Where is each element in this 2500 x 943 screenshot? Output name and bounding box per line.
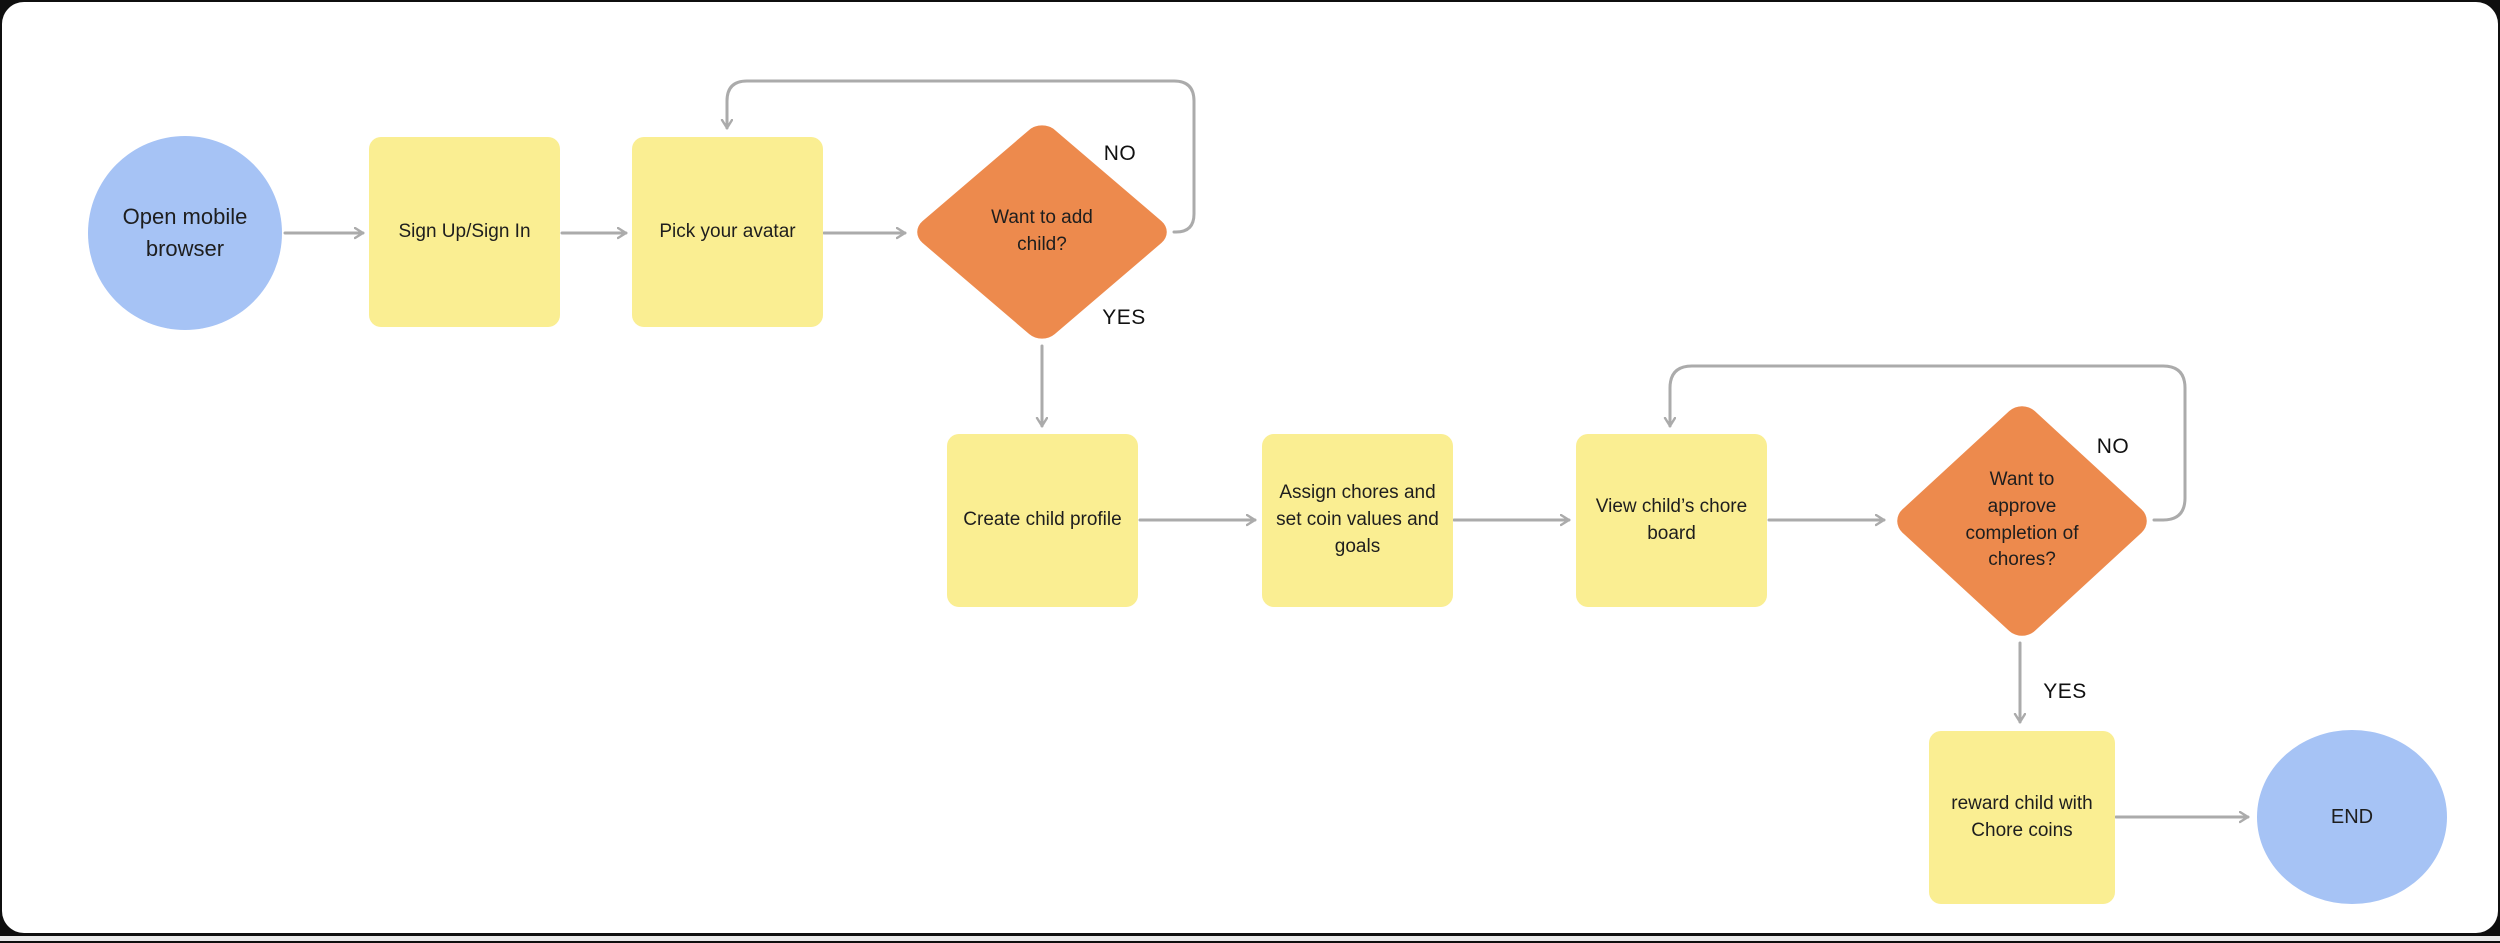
branch-label-yes[interactable]: YES (1102, 306, 1146, 329)
node-create-child-profile[interactable]: Create child profile (947, 434, 1138, 607)
branch-label-no[interactable]: NO (1103, 142, 1137, 165)
connector-add-child-no-loop[interactable] (727, 79, 1196, 234)
connector-approve-no-loop[interactable] (1670, 364, 2187, 522)
node-label: Pick your avatar (659, 220, 796, 242)
node-label: reward child with Chore coins (1951, 792, 2093, 841)
node-label: Open mobile browser (122, 204, 248, 261)
node-pick-your-avatar[interactable]: Pick your avatar (632, 137, 823, 327)
branch-label-yes[interactable]: YES (2043, 680, 2087, 703)
node-add-child-decision[interactable]: Want to add child? (909, 118, 1175, 346)
node-label: View child’s chore board (1595, 495, 1748, 544)
node-start-terminal[interactable]: Open mobile browser (88, 136, 282, 330)
branch-label-no[interactable]: NO (2096, 435, 2130, 458)
node-label: Want to add child? (991, 207, 1093, 255)
node-approve-decision[interactable]: Want to approve completion of chores? (1889, 398, 2155, 643)
node-sign-up-sign-in[interactable]: Sign Up/Sign In (369, 137, 560, 327)
node-label: Want to approve completion of chores? (1965, 468, 2079, 571)
node-label: Sign Up/Sign In (398, 220, 531, 242)
node-end-terminal[interactable]: END (2257, 730, 2447, 904)
node-label: Create child profile (963, 509, 1122, 531)
node-label: Assign chores and set coin values and go… (1276, 482, 1439, 557)
node-reward-child[interactable]: reward child with Chore coins (1929, 731, 2115, 904)
node-label: END (2330, 805, 2374, 828)
node-view-chore-board[interactable]: View child’s chore board (1576, 434, 1767, 607)
node-assign-chores[interactable]: Assign chores and set coin values and go… (1262, 434, 1453, 607)
window-bottom-edge (0, 936, 2500, 941)
